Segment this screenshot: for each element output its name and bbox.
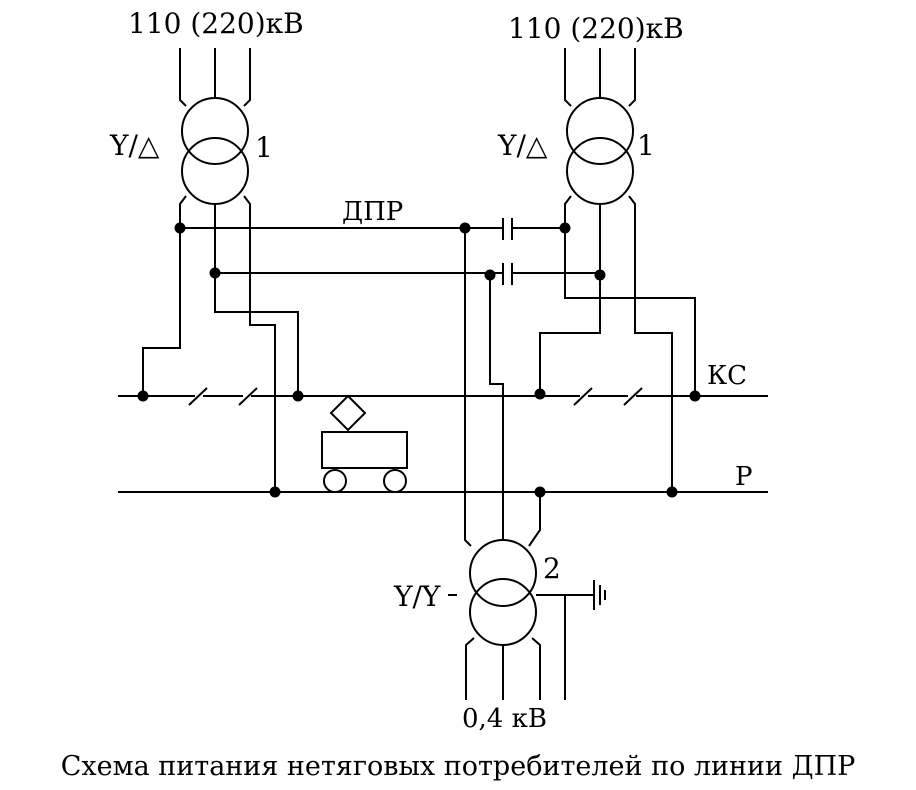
hv-lead-right-3: [628, 48, 636, 107]
junction-dot: [534, 388, 546, 400]
pantograph: [329, 394, 367, 432]
winding-secondary-right: [566, 137, 634, 205]
winding-primary-right: [566, 97, 634, 165]
contact-network: [118, 387, 768, 406]
wheel-right: [383, 469, 407, 493]
lv-out-1: [465, 637, 475, 700]
label-hv-left: 110 (220)кВ: [128, 7, 304, 40]
winding-secondary-t2: [469, 578, 537, 646]
junction-dot: [269, 486, 281, 498]
locomotive: [321, 394, 408, 493]
lv-lead-right-a: [564, 195, 696, 396]
capacitor-upper: [502, 218, 513, 240]
junction-dot: [484, 269, 496, 281]
label-rail: Р: [735, 462, 753, 492]
label-hv-right: 110 (220)кВ: [508, 12, 684, 45]
junction-dot: [292, 390, 304, 402]
lv-lead-right-c: [628, 195, 673, 492]
t2-lead-b: [489, 273, 504, 540]
junction-dot: [666, 486, 678, 498]
ground-symbol: [593, 580, 606, 610]
diagram-caption: Схема питания нетяговых потребителей по …: [61, 751, 856, 782]
junction-dot: [459, 222, 471, 234]
dpr-line: [180, 218, 600, 285]
winding-primary-t2: [469, 539, 537, 607]
label-conn-left: Y/△: [109, 129, 160, 162]
ks-section-insulator-right: [573, 387, 643, 406]
junction-dot: [137, 390, 149, 402]
hv-lead-left-1: [179, 48, 187, 107]
junction-dot: [689, 390, 701, 402]
lv-out-3: [531, 637, 541, 700]
junction-dot: [534, 486, 546, 498]
transformer-2: [448, 228, 606, 700]
junction-dots: [137, 222, 701, 498]
label-ks: КС: [707, 361, 747, 391]
locomotive-body: [321, 431, 408, 469]
label-num-left: 1: [255, 131, 273, 164]
label-conn-bottom: Y/Y: [393, 580, 441, 613]
label-lv: 0,4 кВ: [462, 704, 547, 734]
label-conn-right: Y/△: [497, 129, 548, 162]
label-num-bottom: 2: [543, 552, 561, 585]
feeder-left-b: [214, 273, 299, 396]
ks-section-insulator-left: [188, 387, 258, 406]
winding-primary-left: [181, 97, 249, 165]
junction-dot: [559, 222, 571, 234]
label-dpr: ДПР: [342, 197, 403, 227]
transformer-left: [179, 48, 276, 492]
junction-dot: [594, 269, 606, 281]
hv-lead-left-3: [243, 48, 251, 107]
label-num-right: 1: [637, 129, 655, 162]
wheel-left: [323, 469, 347, 493]
junction-dot: [209, 267, 221, 279]
winding-secondary-left: [181, 137, 249, 205]
lv-lead-left-c: [243, 195, 276, 492]
lv-lead-left-a: [179, 195, 187, 228]
lv-lead-right-b: [539, 204, 601, 396]
junction-dot: [174, 222, 186, 234]
transformer-right: [539, 48, 696, 492]
t2-lead-c: [528, 492, 541, 547]
feeder-left-a: [142, 228, 181, 396]
hv-lead-right-1: [564, 48, 572, 107]
capacitor-lower: [502, 263, 513, 285]
t2-lead-a: [464, 228, 472, 547]
